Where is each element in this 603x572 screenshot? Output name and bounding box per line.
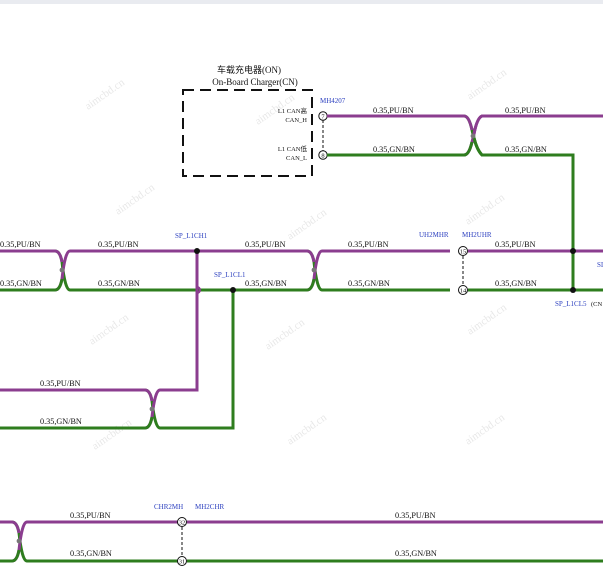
watermark: aimcbd.cn — [87, 311, 132, 347]
charger-outline — [182, 89, 313, 177]
pu-wire-center-start — [197, 249, 316, 263]
watermark: aimcbd.cn — [285, 206, 330, 242]
splice-label-l5-suffix: (CN — [591, 301, 603, 308]
wire-label: 0.35,PU/BN — [70, 511, 111, 520]
splice-dot-h1 — [194, 248, 200, 254]
twist-mark — [16, 538, 22, 544]
gn-wire-center-start — [197, 278, 316, 292]
connector-label-mh2uhr: MH2UHR — [462, 231, 492, 239]
inline-connector-uhr: UH2MHR MH2UHR 15 14 — [419, 231, 492, 295]
wire-label: 0.35,PU/BN — [98, 240, 139, 249]
wire-label: 0.35,PU/BN — [373, 106, 414, 115]
gn-wire-right — [472, 137, 575, 290]
wire-label: 0.35,GN/BN — [505, 145, 547, 154]
pin-7-number: 7 — [321, 114, 325, 121]
pin-14-circle — [458, 285, 468, 295]
wire-label: 0.35,GN/BN — [348, 279, 390, 288]
wire-label: 0.35,GN/BN — [0, 279, 42, 288]
splice-label-h1: SP_L1CH1 — [175, 232, 208, 240]
on-board-charger: 车载充电器(ON) On-Board Charger(CN) MH4207 L1… — [182, 64, 346, 177]
pin-15-circle — [458, 246, 468, 256]
connector-label-uh2mhr: UH2MHR — [419, 231, 449, 239]
wire-label: 0.35,PU/BN — [495, 240, 536, 249]
wire-label: 0.35,GN/BN — [245, 279, 287, 288]
wire-label: 0.35,PU/BN — [348, 240, 389, 249]
wire-label: 0.35,GN/BN — [70, 549, 112, 558]
wire-label: 0.35,GN/BN — [395, 549, 437, 558]
pin-32-number: 32 — [179, 520, 186, 527]
charger-pair — [327, 114, 603, 290]
splice-label-l5: SP_L1CL5 — [555, 300, 587, 308]
watermarks: aimcbd.cn aimcbd.cn aimcbd.cn aimcbd.cn … — [83, 66, 510, 452]
twist-mark — [311, 267, 317, 273]
watermark: aimcbd.cn — [463, 191, 508, 227]
wire-label: 0.35,PU/BN — [505, 106, 546, 115]
middle-bus — [0, 249, 603, 430]
charger-title-en: On-Board Charger(CN) — [212, 77, 298, 87]
wire-label: 0.35,GN/BN — [495, 279, 537, 288]
pu-wire-left-start — [0, 249, 64, 263]
pin-l-label-1: L1 CAN低 — [278, 144, 308, 153]
watermark: aimcbd.cn — [90, 416, 135, 452]
bottom-pair — [0, 520, 603, 563]
pu-drop — [160, 251, 199, 392]
splice-label-right: SI — [597, 261, 603, 269]
watermark: aimcbd.cn — [465, 301, 510, 337]
watermark: aimcbd.cn — [465, 66, 510, 102]
wire-label: 0.35,GN/BN — [98, 279, 140, 288]
pin-32-circle — [177, 517, 187, 527]
pu-wire-charger — [327, 114, 603, 157]
twist-mark — [149, 406, 155, 412]
inline-connector-chr: CHR2MH MH2CHR 32 31 — [154, 503, 225, 566]
charger-title-cn: 车载充电器(ON) — [217, 64, 281, 75]
watermark: aimcbd.cn — [285, 411, 330, 447]
pu-wire-segment — [327, 114, 474, 131]
pin-l-label-2: CAN_L — [286, 155, 307, 162]
pin-8-number: 8 — [321, 153, 324, 160]
pin-h-label-2: CAN_H — [285, 117, 307, 124]
twist-mark — [470, 133, 476, 139]
splice-dot-l5 — [570, 287, 576, 293]
splice-label-l1: SP_L1CL1 — [214, 271, 246, 279]
wire-label: 0.35,PU/BN — [0, 240, 41, 249]
connector-label-mh2chr: MH2CHR — [195, 503, 225, 511]
splice-dot-right — [570, 248, 576, 254]
pin-h-label-1: L1 CAN高 — [278, 106, 308, 115]
watermark: aimcbd.cn — [83, 76, 128, 112]
pin-31-number: 31 — [179, 559, 186, 566]
gn-drop — [160, 290, 235, 430]
wire-label: 0.35,PU/BN — [40, 379, 81, 388]
watermark: aimcbd.cn — [263, 316, 308, 352]
wire-label: 0.35,PU/BN — [245, 240, 286, 249]
gn-wire-bottom-start — [0, 549, 21, 563]
pu-wire-bottom-start — [0, 520, 21, 534]
watermark: aimcbd.cn — [113, 181, 158, 217]
gn-wire-charger — [327, 114, 575, 251]
wire-label: 0.35,GN/BN — [373, 145, 415, 154]
wire-label: 0.35,GN/BN — [40, 417, 82, 426]
charger-connector-label: MH4207 — [320, 97, 346, 105]
pin-15-number: 15 — [460, 249, 467, 256]
splice-dot-l1 — [230, 287, 236, 293]
pin-31-circle — [177, 556, 187, 566]
connector-label-chr2mh: CHR2MH — [154, 503, 183, 511]
twist-mark — [59, 267, 65, 273]
top-bar — [0, 0, 603, 4]
wire-label: 0.35,PU/BN — [395, 511, 436, 520]
pu-wire-lower-start — [0, 388, 154, 402]
gn-wire-lower-start — [0, 416, 154, 430]
gn-wire-segment — [327, 141, 474, 157]
pin-14-number: 14 — [460, 288, 467, 295]
wire-crossover — [196, 286, 201, 294]
gn-wire-left-start — [0, 278, 64, 292]
watermark: aimcbd.cn — [463, 411, 508, 447]
pu-wire-right — [472, 114, 603, 135]
